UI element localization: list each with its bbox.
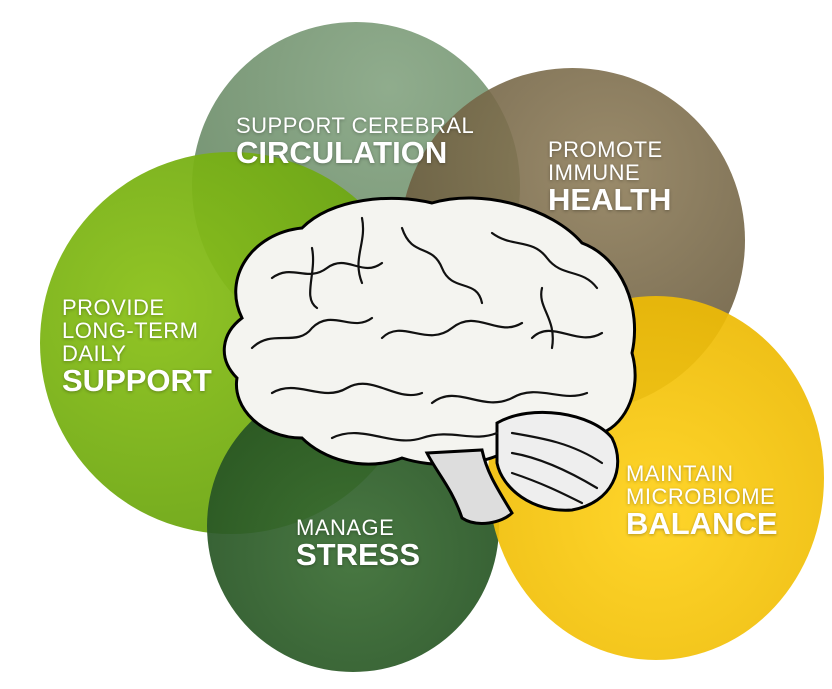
brain-illustration xyxy=(222,196,637,525)
label-thin: MICROBIOME xyxy=(626,484,776,510)
label-thin: PROMOTE xyxy=(548,137,663,162)
label-bold: BALANCE xyxy=(626,506,778,542)
label-thin: MANAGE xyxy=(296,515,395,540)
label-bold: SUPPORT xyxy=(62,363,212,399)
label-thin: DAILY xyxy=(62,341,127,367)
label-thin: SUPPORT CEREBRAL xyxy=(236,113,475,138)
label-immune-health: PROMOTE IMMUNE HEALTH xyxy=(548,138,671,217)
label-cerebral-circulation: SUPPORT CEREBRAL CIRCULATION xyxy=(236,114,474,170)
label-bold: CIRCULATION xyxy=(236,135,448,171)
label-thin: PROVIDE xyxy=(62,295,165,320)
label-stress: MANAGE STRESS xyxy=(296,516,420,572)
label-daily-support: PROVIDE LONG-TERM DAILY SUPPORT xyxy=(62,296,212,398)
label-bold: STRESS xyxy=(296,537,421,573)
label-thin: LONG-TERM xyxy=(62,318,199,344)
label-microbiome: MAINTAIN MICROBIOME BALANCE xyxy=(626,462,778,541)
label-thin: IMMUNE xyxy=(548,160,641,186)
label-thin: MAINTAIN xyxy=(626,461,734,486)
label-bold: HEALTH xyxy=(548,182,672,218)
